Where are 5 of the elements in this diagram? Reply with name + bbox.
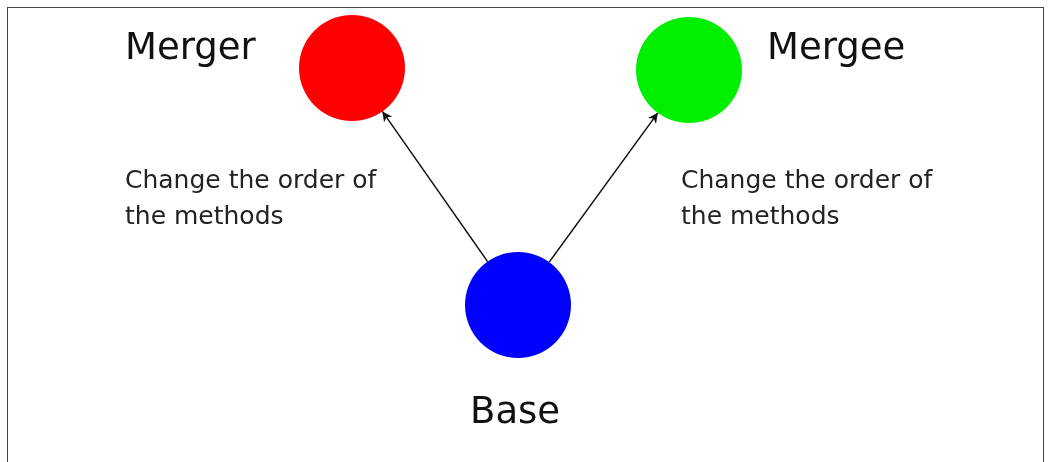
arrow	[548, 112, 659, 263]
node-label: Merger	[125, 28, 256, 65]
node-label: Mergee	[767, 28, 906, 65]
arrow	[381, 110, 489, 263]
node-label: Base	[470, 392, 561, 429]
